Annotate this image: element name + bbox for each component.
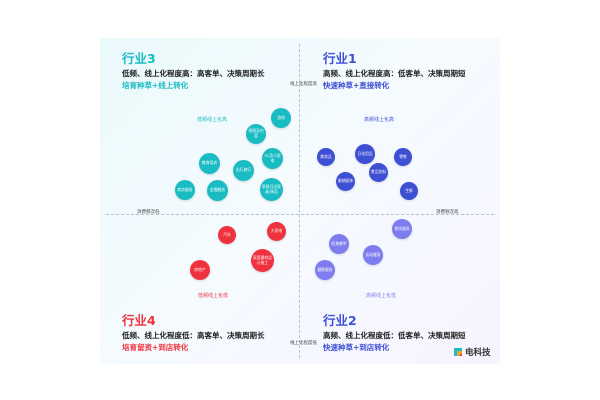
quadrant-1-title: 行业1: [323, 51, 357, 66]
bubble-q1-0: 美妆品: [317, 148, 335, 166]
quadrant-2-strategy: 快速种草+到店转化: [323, 343, 390, 352]
bubble-q3-0: 游戏: [271, 108, 291, 128]
axis-label-left: 消费频次低: [137, 210, 160, 215]
bubble-q1-5: 生鲜: [400, 182, 418, 200]
bubble-q3-4: 出行旅行: [233, 160, 254, 181]
bubble-q3-3: 教育培训: [199, 153, 220, 174]
bubble-q4-1: 大家电: [267, 222, 286, 241]
axis-label-top: 线上化程度高: [290, 82, 317, 87]
quadrant-diagram: 线上化程度高 线上化程度低 消费频次低 消费频次高 行业3 低频、线上化程度高：…: [100, 38, 500, 364]
bubble-q1-4: 食品饮料: [369, 163, 388, 182]
axis-label-bottom: 线上化程度低: [290, 341, 317, 346]
bubble-q3-2: 3C及小家电: [262, 148, 283, 169]
quadrant-3-strategy: 培育种草+线上转化: [122, 81, 189, 90]
bubble-q3-1: 视频及内容: [246, 124, 266, 144]
quadrant-3-sublabel: 低频线上化高: [197, 117, 228, 123]
quadrant-2-sublabel: 高频线上化低: [366, 293, 397, 299]
bubble-q4-2: 家居建材设计施工: [251, 249, 274, 272]
bubble-q1-1: 日化用品: [355, 144, 375, 164]
logo-mark-icon: [453, 347, 463, 357]
quadrant-4-sublabel: 低频线上化低: [198, 293, 229, 299]
vertical-axis: [299, 44, 300, 358]
quadrant-1-desc: 高频、线上化程度高：低客单、决策周期短: [323, 69, 466, 78]
bubble-q2-0: 医美美甲: [329, 234, 349, 254]
bubble-q1-2: 零售: [394, 148, 412, 166]
bubble-q4-3: 房地产: [190, 260, 210, 280]
quadrant-4-desc: 低频、线上化程度低：高客单、决策周期长: [122, 331, 265, 340]
bubble-q3-5: 家装日出家具/饰品: [260, 178, 283, 201]
quadrant-2-desc: 高频、线上化程度低：低客单、决策周期短: [323, 331, 466, 340]
quadrant-1-strategy: 快速种草+直接转化: [323, 81, 390, 90]
quadrant-1-sublabel: 高频线上化高: [364, 117, 395, 123]
quadrant-4-title: 行业4: [122, 313, 156, 328]
brand-logo: 电科技: [453, 346, 491, 358]
axis-label-right: 消费频次高: [436, 210, 459, 215]
bubble-q4-0: 汽车: [218, 226, 236, 244]
bubble-q2-3: 摄影服务: [315, 260, 335, 280]
quadrant-3-desc: 低频、线上化程度高：高客单、决策周期长: [122, 69, 265, 78]
quadrant-4-strategy: 培育留资+到店转化: [122, 343, 189, 352]
logo-text: 电科技: [465, 348, 491, 358]
quadrant-2-title: 行业2: [323, 313, 357, 328]
quadrant-3-title: 行业3: [122, 51, 156, 66]
bubble-q2-2: 运动健身: [363, 245, 383, 265]
bubble-q2-1: 餐饮服务: [392, 219, 412, 239]
bubble-q3-7: 金融服务: [207, 180, 228, 201]
bubble-q3-6: 商务服务: [175, 180, 195, 200]
horizontal-axis: [106, 214, 494, 215]
bubble-q1-3: 服装配饰: [336, 172, 355, 191]
